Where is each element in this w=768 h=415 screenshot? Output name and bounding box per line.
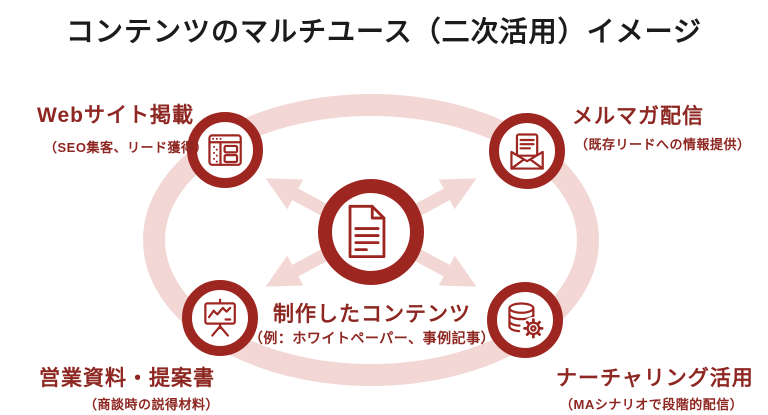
arrow-to-sales-icon [265,246,334,287]
arrows [265,178,477,287]
node-label-nurturing: ナーチャリング活用 [556,367,754,390]
node-label-mailmag: メルマガ配信 [572,105,704,128]
presentation-icon [204,298,236,337]
nurturing-node-circle [487,282,563,358]
arrow-to-mailmag-icon [408,178,477,219]
browser-icon [208,134,242,166]
node-sublabel-web: （SEO集客、リード獲得） [44,140,208,155]
database-gear-icon [508,302,545,340]
mailmag-node-circle [489,113,565,189]
node-sublabel-nurturing: （MAシナリオで段階的配信） [560,397,744,412]
cycle-ellipse-shape [143,94,599,386]
node-label-web: Webサイト掲載 [37,104,194,127]
arrow-to-nurturing-icon [408,246,477,287]
mail-icon [510,133,544,170]
node-label-sales: 営業資料・提案書 [39,367,215,390]
sales-node-circle [182,280,258,356]
node-sublabel-sales: （商談時の説得材料） [84,397,220,412]
center-node-circle [318,179,424,285]
arrow-to-web-icon [265,178,334,219]
document-icon [348,204,386,259]
page-title: コンテンツのマルチユース（二次活用）イメージ [65,16,703,47]
center-label: 制作したコンテンツ [273,303,471,326]
center-sublabel: （例：ホワイトペーパー、事例記事） [248,330,496,346]
web-node-circle [187,112,263,188]
node-sublabel-mailmag: （既存リードへの情報提供） [575,137,751,152]
